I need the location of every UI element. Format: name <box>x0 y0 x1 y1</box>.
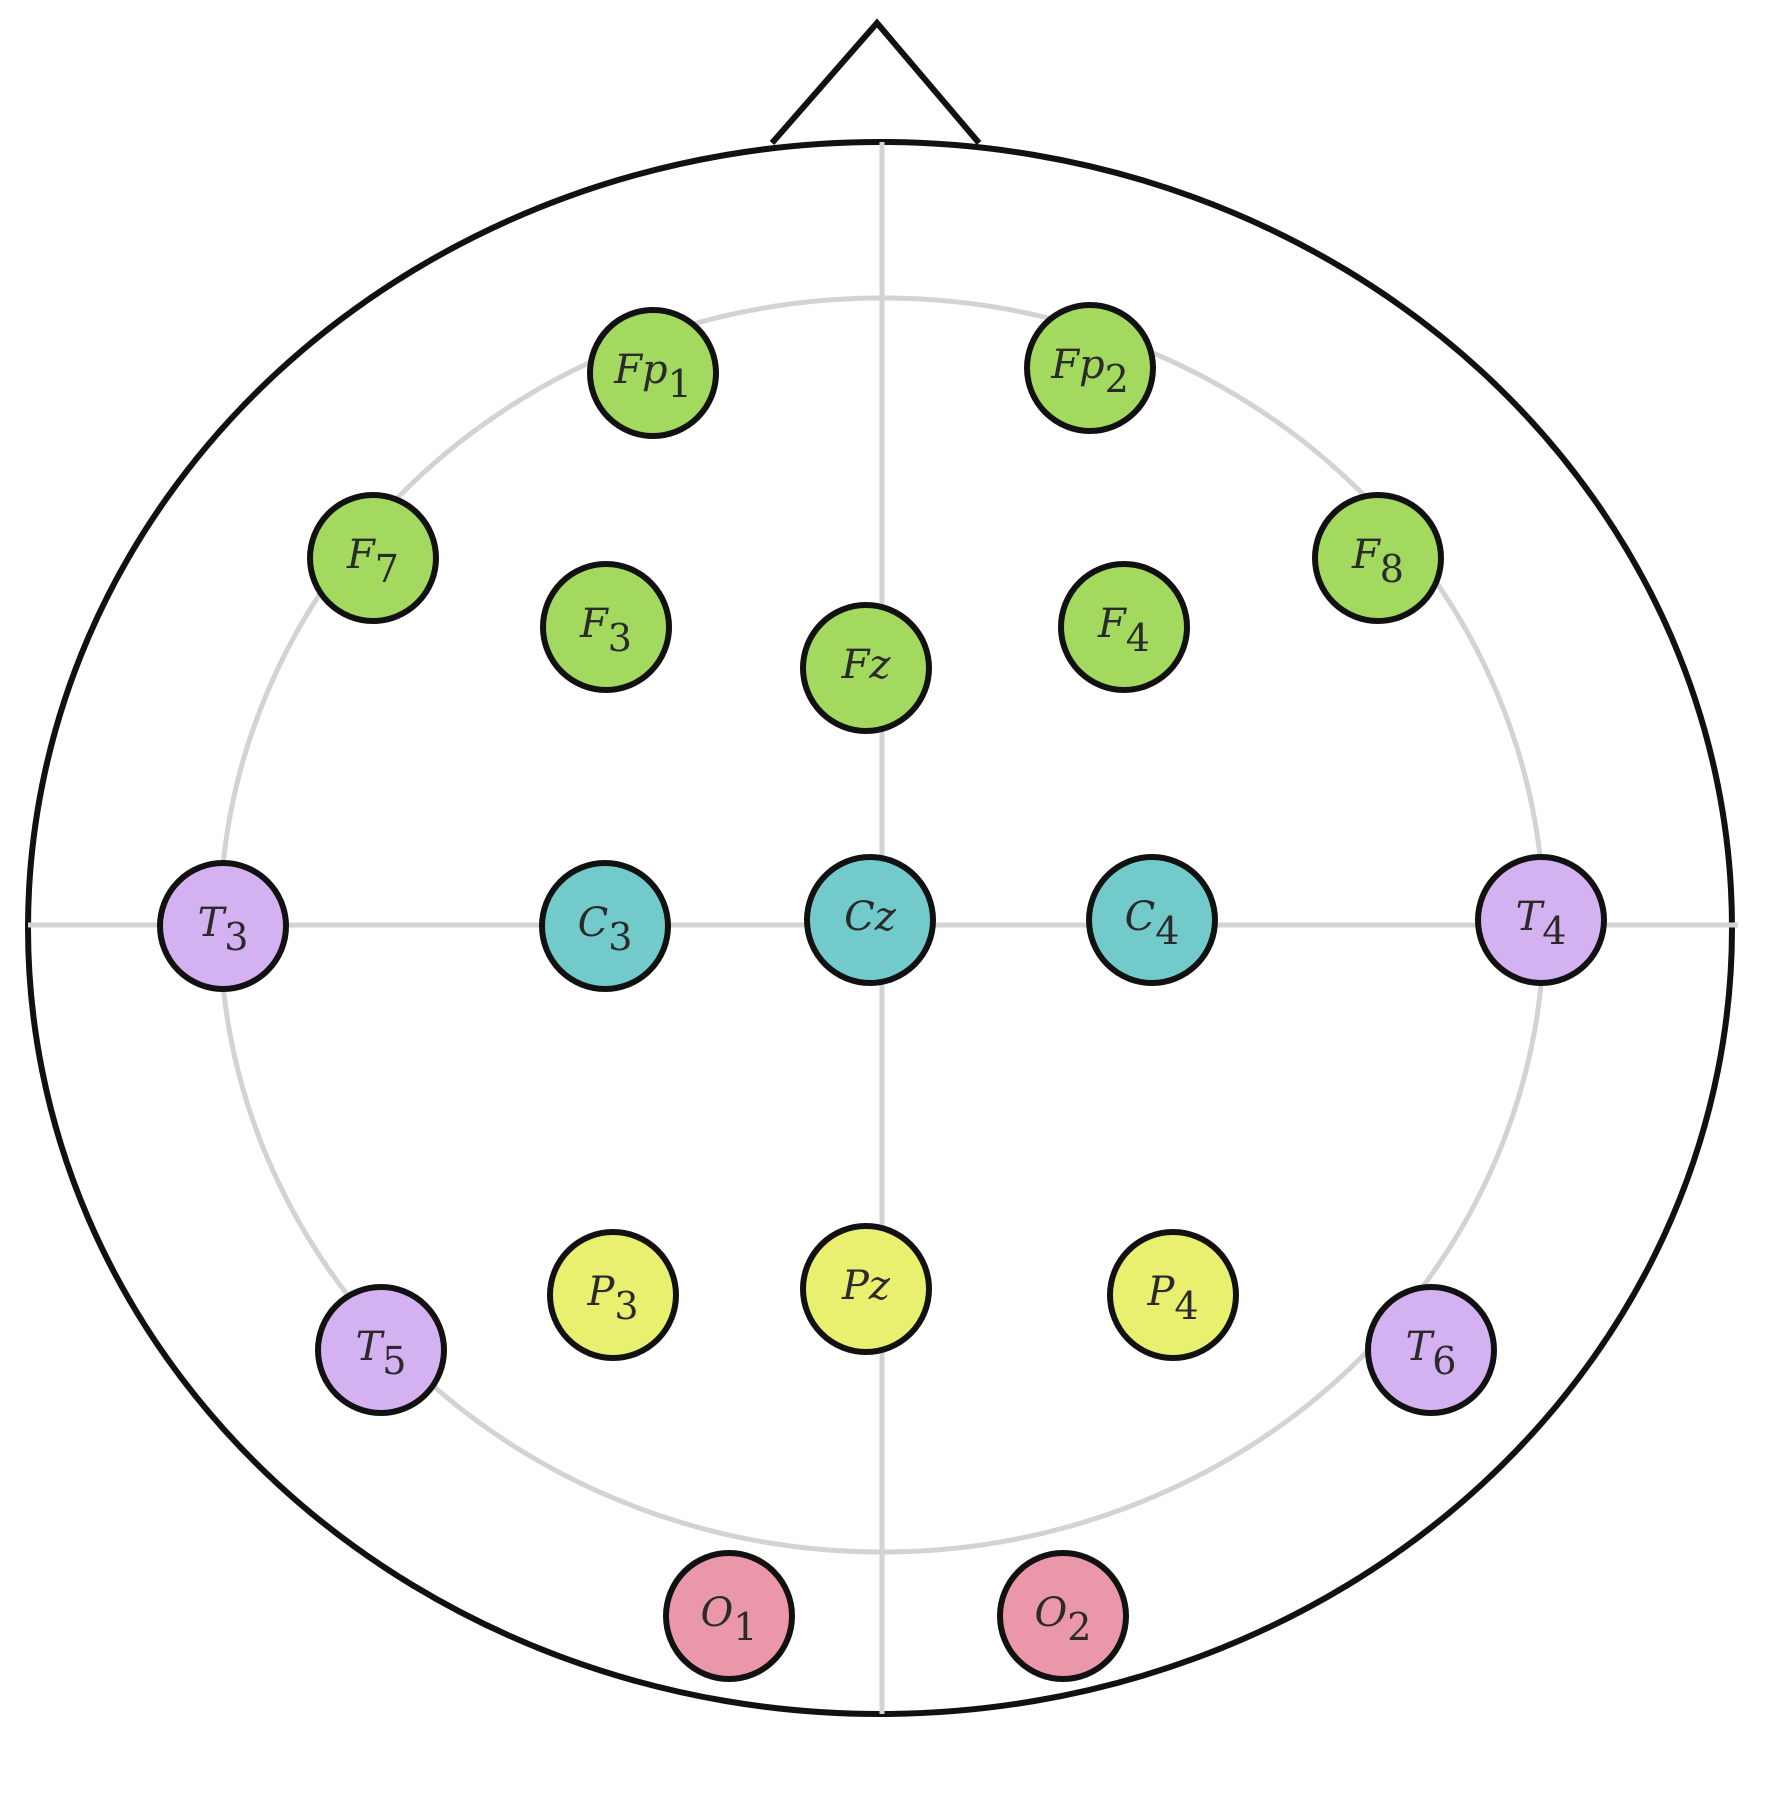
electrode-p4: P4 <box>1107 1229 1239 1361</box>
electrode-f8: F8 <box>1312 492 1444 624</box>
electrode-label: Fp2 <box>1050 342 1129 401</box>
electrode-label-subscript: 5 <box>382 1339 406 1383</box>
electrode-label-base: Fz <box>841 642 892 688</box>
electrode-label-subscript: 2 <box>1067 1605 1091 1649</box>
electrode-label-base: P <box>586 1269 615 1315</box>
electrode-marker <box>1058 561 1190 693</box>
electrode-marker <box>804 854 936 986</box>
electrode-label: T3 <box>198 900 249 959</box>
electrode-fp2: Fp2 <box>1024 302 1156 434</box>
electrode-marker <box>1107 1229 1239 1361</box>
electrode-label-base: P <box>1146 1269 1175 1315</box>
electrode-label-base: C <box>578 900 609 946</box>
electrode-label-base: C <box>1125 894 1156 940</box>
electrode-t4: T4 <box>1475 854 1607 986</box>
electrode-t3: T3 <box>157 860 289 992</box>
electrode-label: O2 <box>1035 1590 1092 1649</box>
electrode-label: Fp1 <box>613 347 692 406</box>
electrode-marker <box>315 1284 447 1416</box>
electrode-label: Pz <box>841 1263 891 1309</box>
electrode-marker <box>663 1550 795 1682</box>
electrode-label-subscript: 3 <box>608 616 632 660</box>
electrode-marker <box>800 1223 932 1355</box>
electrode-label-base: O <box>701 1590 734 1636</box>
electrode-cz: Cz <box>804 854 936 986</box>
electrode-label-subscript: 4 <box>1155 909 1179 953</box>
electrode-marker <box>1475 854 1607 986</box>
electrode-marker <box>1024 302 1156 434</box>
electrode-label: T4 <box>1516 894 1567 953</box>
electrode-label-base: F <box>1351 532 1381 578</box>
electrode-label: F3 <box>579 601 632 660</box>
electrode-label: Cz <box>844 894 897 940</box>
electrode-marker <box>1365 1284 1497 1416</box>
electrode-label-subscript: 6 <box>1432 1339 1456 1383</box>
electrode-label-base: T <box>198 900 228 946</box>
electrode-marker <box>307 492 439 624</box>
electrode-label-subscript: 8 <box>1380 547 1404 591</box>
electrode-marker <box>800 602 932 734</box>
electrode-label-base: T <box>1516 894 1546 940</box>
electrode-marker <box>1086 854 1218 986</box>
electrode-t5: T5 <box>315 1284 447 1416</box>
electrode-label-subscript: 1 <box>668 362 692 406</box>
electrode-fp1: Fp1 <box>587 307 719 439</box>
electrode-label: F8 <box>1351 532 1404 591</box>
electrode-label-subscript: 3 <box>614 1284 638 1328</box>
electrode-label-subscript: 4 <box>1126 616 1150 660</box>
electrode-label: T5 <box>356 1324 407 1383</box>
electrode-p3: P3 <box>547 1229 679 1361</box>
electrode-label: T6 <box>1406 1324 1457 1383</box>
electrode-fz: Fz <box>800 602 932 734</box>
electrode-f3: F3 <box>540 561 672 693</box>
electrode-label: Fz <box>841 642 892 688</box>
electrode-marker <box>1312 492 1444 624</box>
electrode-label-subscript: 4 <box>1542 909 1566 953</box>
electrode-label-base: F <box>1097 601 1127 647</box>
electrode-label-base: F <box>346 532 376 578</box>
electrode-marker <box>587 307 719 439</box>
electrode-label: O1 <box>701 1590 758 1649</box>
electrode-marker <box>539 860 671 992</box>
electrode-label-subscript: 2 <box>1105 357 1129 401</box>
electrode-c3: C3 <box>539 860 671 992</box>
electrode-f7: F7 <box>307 492 439 624</box>
electrode-label-base: O <box>1035 1590 1068 1636</box>
electrode-label: C4 <box>1125 894 1180 953</box>
electrode-label-base: T <box>356 1324 386 1370</box>
electrode-label: C3 <box>578 900 633 959</box>
electrode-label-base: Cz <box>844 894 897 940</box>
electrode-label-base: Pz <box>841 1263 891 1309</box>
electrode-f4: F4 <box>1058 561 1190 693</box>
electrode-marker <box>547 1229 679 1361</box>
electrode-label-base: T <box>1406 1324 1436 1370</box>
electrode-label-subscript: 4 <box>1174 1284 1198 1328</box>
electrode-t6: T6 <box>1365 1284 1497 1416</box>
electrode-label: F4 <box>1097 601 1150 660</box>
electrode-label-base: Fp <box>613 347 667 393</box>
electrode-o2: O2 <box>997 1550 1129 1682</box>
nose-outline <box>769 18 982 145</box>
electrode-marker <box>997 1550 1129 1682</box>
electrode-label-base: F <box>579 601 609 647</box>
electrode-label: P3 <box>586 1269 638 1328</box>
electrode-label-subscript: 1 <box>733 1605 757 1649</box>
electrode-label-subscript: 7 <box>375 547 399 591</box>
electrode-label-subscript: 3 <box>608 915 632 959</box>
electrode-marker <box>157 860 289 992</box>
electrode-label: P4 <box>1146 1269 1198 1328</box>
electrode-pz: Pz <box>800 1223 932 1355</box>
electrode-c4: C4 <box>1086 854 1218 986</box>
electrode-label-base: Fp <box>1050 342 1104 388</box>
electrode-o1: O1 <box>663 1550 795 1682</box>
electrode-marker <box>540 561 672 693</box>
electrode-label: F7 <box>346 532 399 591</box>
electrode-label-subscript: 3 <box>224 915 248 959</box>
